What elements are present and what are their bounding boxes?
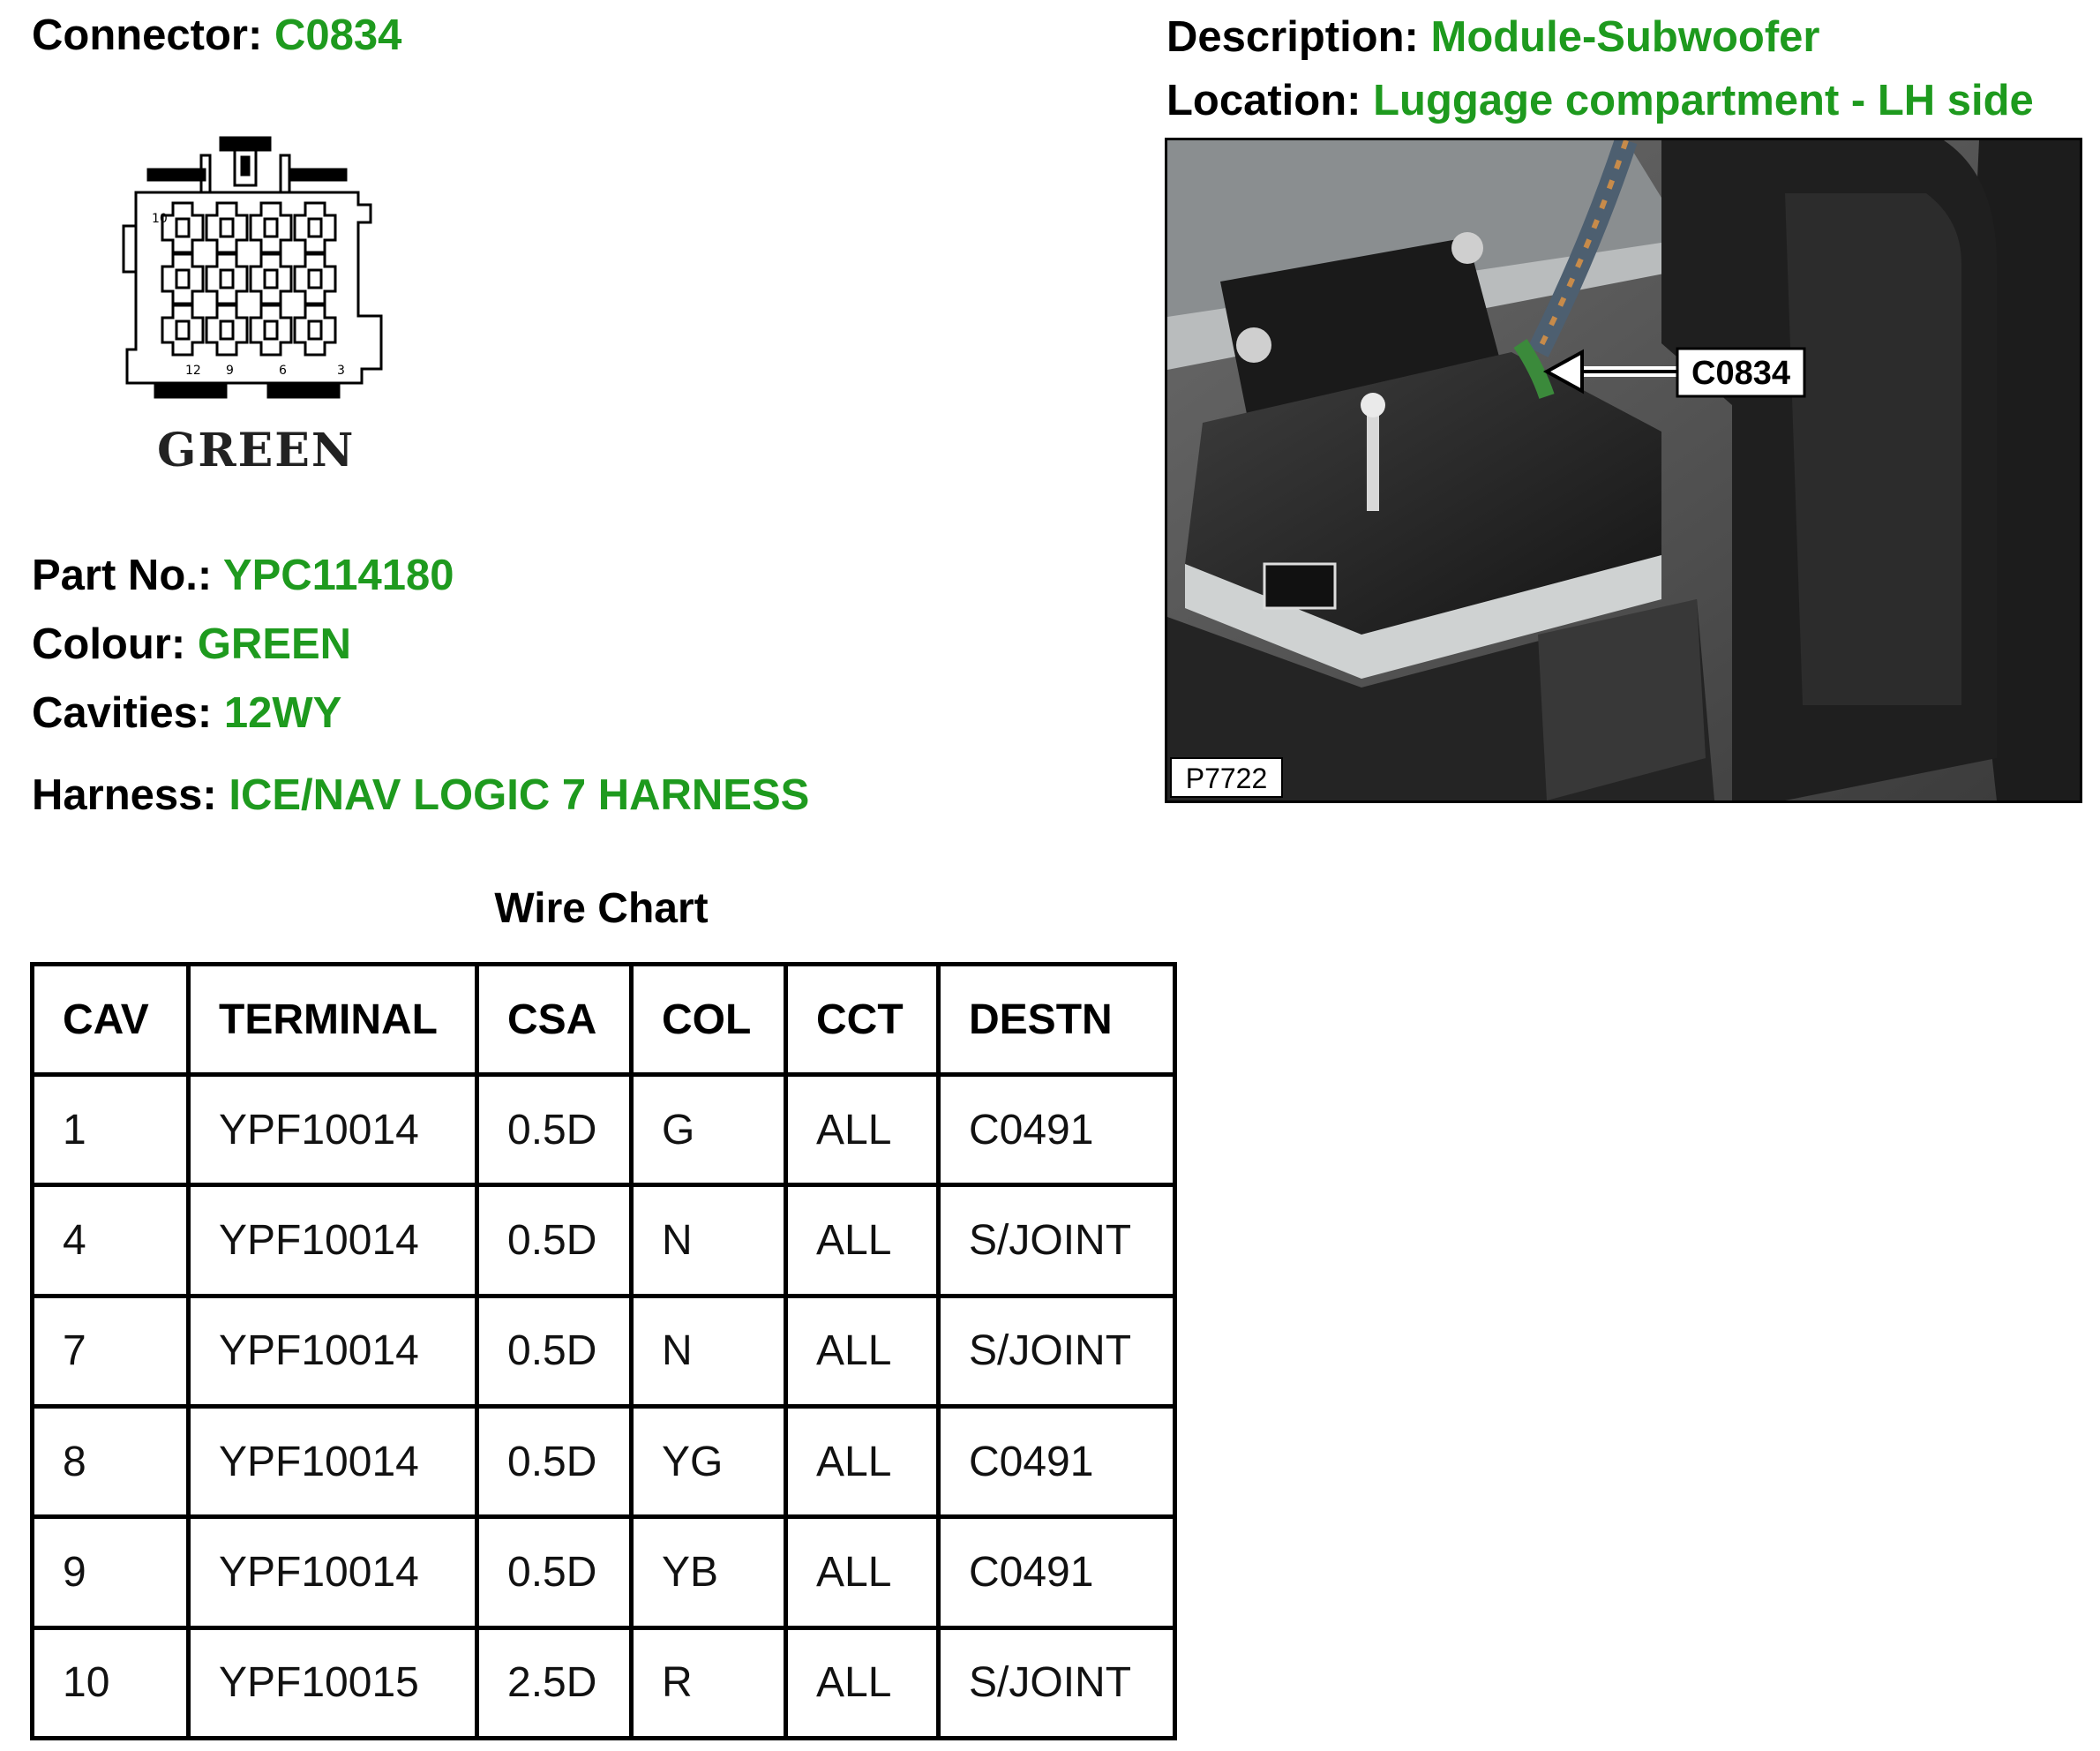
part-no-value: YPC114180 [222, 552, 454, 599]
cell-cct: ALL [784, 1625, 941, 1741]
harness-label: Harness: [32, 771, 217, 819]
cavity-terminal [219, 217, 235, 238]
cell-cav: 1 [30, 1071, 191, 1188]
cell-csa: 2.5D [475, 1625, 634, 1741]
cell-col: N [629, 1183, 788, 1298]
pin-number-label: 10 [152, 212, 168, 226]
cell-cct: ALL [784, 1514, 941, 1630]
harness-value: ICE/NAV LOGIC 7 HARNESS [229, 771, 810, 819]
connector-colour-caption: GREEN [157, 424, 356, 477]
cell-terminal: YPF10014 [186, 1514, 479, 1630]
colour-field: Colour: GREEN [32, 623, 351, 666]
pin-number-label: 9 [226, 364, 234, 378]
cell-csa: 0.5D [475, 1403, 634, 1520]
location-field: Location: Luggage compartment - LH side [1166, 79, 2034, 123]
cell-col: R [629, 1625, 788, 1741]
description-label: Description: [1166, 13, 1419, 61]
colour-label: Colour: [32, 620, 186, 668]
connector-face-drawing: 10 12 9 6 3 [122, 136, 383, 399]
column-header-csa: CSA [475, 962, 634, 1077]
cell-cct: ALL [784, 1071, 941, 1188]
cell-csa: 0.5D [475, 1293, 634, 1409]
cell-csa: 0.5D [475, 1183, 634, 1298]
cell-col: N [629, 1293, 788, 1409]
cavities-label: Cavities: [32, 689, 213, 737]
connector-field: Connector: C0834 [32, 14, 401, 57]
cell-cav: 4 [30, 1183, 191, 1298]
cell-col: G [629, 1071, 788, 1188]
column-header-destn: DESTN [936, 962, 1177, 1077]
wire-chart-title: Wire Chart [494, 885, 709, 932]
photo-callout-box [1676, 347, 1806, 398]
location-photo: C0834 P7722 [1165, 138, 2082, 803]
cell-destn: C0491 [936, 1514, 1177, 1630]
cell-destn: S/JOINT [936, 1293, 1177, 1409]
cell-col: YG [629, 1403, 788, 1520]
connector-label: Connector: [32, 11, 263, 59]
cell-cct: ALL [784, 1183, 941, 1298]
column-header-terminal: TERMINAL [186, 962, 479, 1077]
cell-csa: 0.5D [475, 1514, 634, 1630]
cell-cav: 9 [30, 1514, 191, 1630]
connector-id: C0834 [274, 11, 402, 59]
cell-cct: ALL [784, 1293, 941, 1409]
cell-cct: ALL [784, 1403, 941, 1520]
location-label: Location: [1166, 77, 1361, 124]
cell-destn: C0491 [936, 1403, 1177, 1520]
cell-cav: 10 [30, 1625, 191, 1741]
cavity-terminal [307, 217, 323, 238]
cavity-terminal [263, 217, 279, 238]
pin-number-label: 12 [185, 364, 201, 378]
cell-terminal: YPF10014 [186, 1071, 479, 1188]
cavities-value: 12WY [223, 689, 342, 737]
cell-col: YB [629, 1514, 788, 1630]
cell-cav: 8 [30, 1403, 191, 1520]
cavity-terminal [263, 319, 279, 341]
cavity-terminal [175, 319, 191, 341]
cell-terminal: YPF10014 [186, 1403, 479, 1520]
pin-number-label: 6 [279, 364, 287, 378]
description-value: Module-Subwoofer [1430, 13, 1820, 61]
location-value: Luggage compartment - LH side [1373, 77, 2034, 124]
colour-value: GREEN [197, 620, 352, 668]
column-header-cct: CCT [784, 962, 941, 1077]
part-no-label: Part No.: [32, 552, 213, 599]
cell-csa: 0.5D [475, 1071, 634, 1188]
cell-destn: S/JOINT [936, 1625, 1177, 1741]
cell-terminal: YPF10014 [186, 1293, 479, 1409]
cell-cav: 7 [30, 1293, 191, 1409]
description-field: Description: Module-Subwoofer [1166, 16, 1819, 59]
photo-ref-box [1170, 757, 1283, 798]
cavity-terminal [307, 268, 323, 289]
cavity-terminal [175, 268, 191, 289]
cavities-field: Cavities: 12WY [32, 692, 341, 735]
harness-field: Harness: ICE/NAV LOGIC 7 HARNESS [32, 774, 809, 817]
wire-chart-header-row: CAV TERMINAL CSA COL CCT DESTN [30, 962, 1177, 1077]
cavity-terminal [307, 319, 323, 341]
part-no-field: Part No.: YPC114180 [32, 554, 454, 597]
cell-terminal: YPF10015 [186, 1625, 479, 1741]
column-header-cav: CAV [30, 962, 191, 1077]
cell-destn: C0491 [936, 1071, 1177, 1188]
cavity-terminal [175, 217, 191, 238]
cavity-terminal [219, 268, 235, 289]
column-header-col: COL [629, 962, 788, 1077]
cavity-terminal [219, 319, 235, 341]
cell-destn: S/JOINT [936, 1183, 1177, 1298]
photo-ref-label: P7722 [1186, 763, 1268, 794]
cavity-terminal [263, 268, 279, 289]
photo-callout-label: C0834 [1691, 355, 1790, 392]
pin-number-label: 3 [337, 364, 345, 378]
cell-terminal: YPF10014 [186, 1183, 479, 1298]
